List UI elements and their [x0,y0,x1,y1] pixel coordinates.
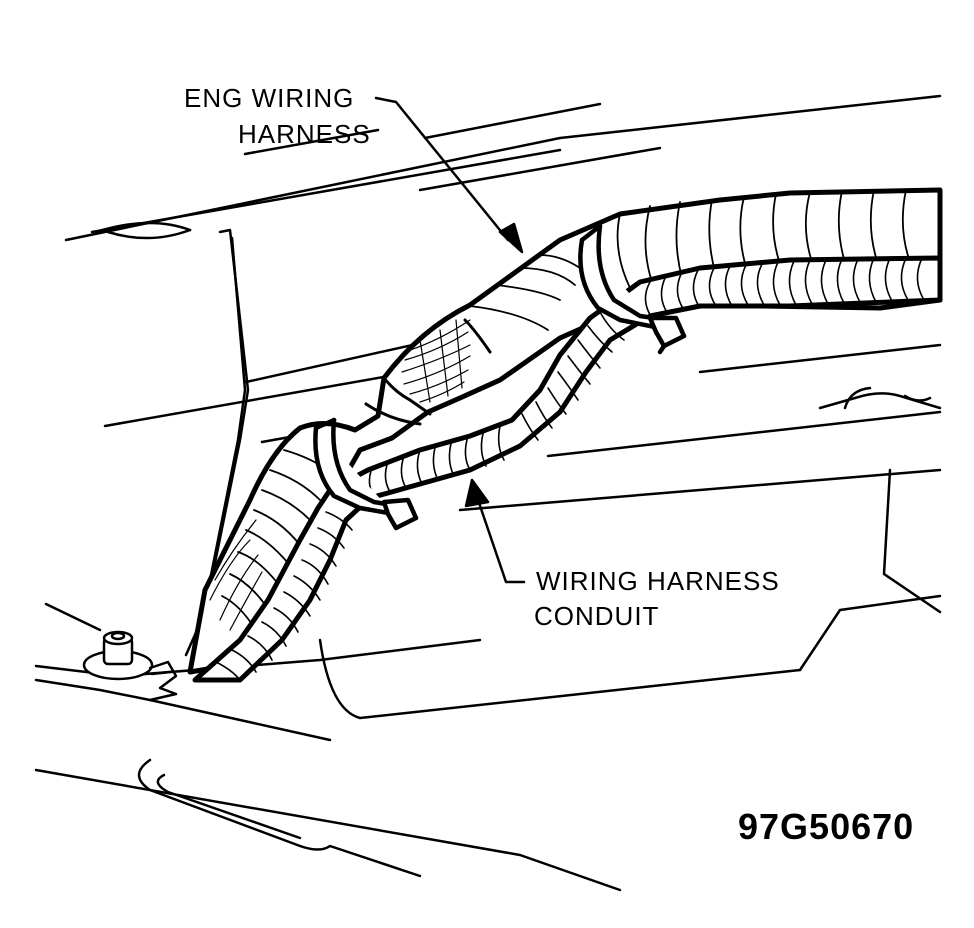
ground-bolt [84,632,176,700]
figure-id: 97G50670 [738,806,915,847]
conduit-label-line2: CONDUIT [534,601,660,631]
eng-harness-leader [376,98,522,252]
lower-harness-clip [315,420,416,528]
conduit-leader [466,480,524,582]
eng-wiring-harness-label-line2: HARNESS [238,119,371,149]
upper-harness-clip [580,226,684,352]
eng-wiring-harness-label-line1: ENG WIRING [184,83,355,113]
conduit-label-line1: WIRING HARNESS [536,566,780,596]
